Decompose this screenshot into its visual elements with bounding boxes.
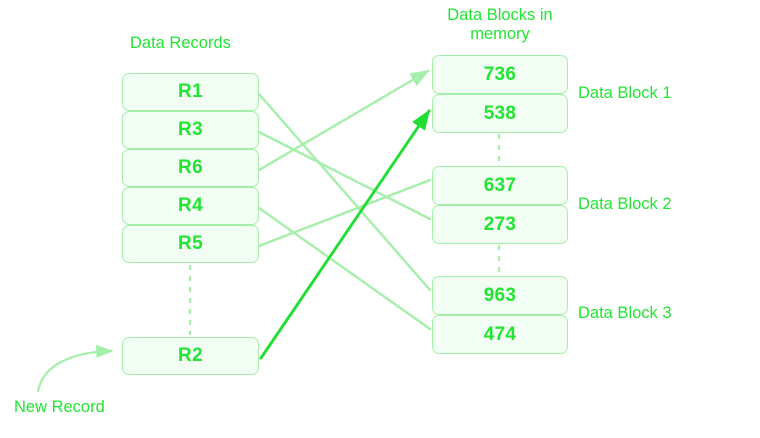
records-title: Data Records xyxy=(130,34,231,52)
record-box-r6[interactable]: R6 xyxy=(122,149,259,187)
block2-label: Data Block 2 xyxy=(578,195,672,213)
record-box-r4[interactable]: R4 xyxy=(122,187,259,225)
record-box-r5[interactable]: R5 xyxy=(122,225,259,263)
block3-slot-963[interactable]: 963 xyxy=(432,276,568,315)
wire-r2-to-538 xyxy=(259,109,431,360)
new-record-curved-arrow xyxy=(36,344,114,393)
record-box-r1[interactable]: R1 xyxy=(122,73,259,111)
block2-slot-273[interactable]: 273 xyxy=(432,205,568,244)
wire-r3-to-273 xyxy=(257,130,432,221)
blocks-title: Data Blocks in memory xyxy=(447,6,553,43)
block3-label: Data Block 3 xyxy=(578,304,672,322)
block1-label: Data Block 1 xyxy=(578,84,672,102)
block3-slot-474[interactable]: 474 xyxy=(432,315,568,354)
wire-r1-to-963 xyxy=(257,92,432,292)
block1-slot-736[interactable]: 736 xyxy=(432,55,568,94)
record-box-r3[interactable]: R3 xyxy=(122,111,259,149)
block1-slot-538[interactable]: 538 xyxy=(432,94,568,133)
wire-r4-to-474 xyxy=(257,206,432,331)
wire-r6-to-736 xyxy=(257,69,430,172)
record-box-r2-new[interactable]: R2 xyxy=(122,337,259,375)
block2-slot-637[interactable]: 637 xyxy=(432,166,568,205)
wire-r5-to-637 xyxy=(257,178,432,248)
new-record-label: New Record xyxy=(14,398,105,416)
